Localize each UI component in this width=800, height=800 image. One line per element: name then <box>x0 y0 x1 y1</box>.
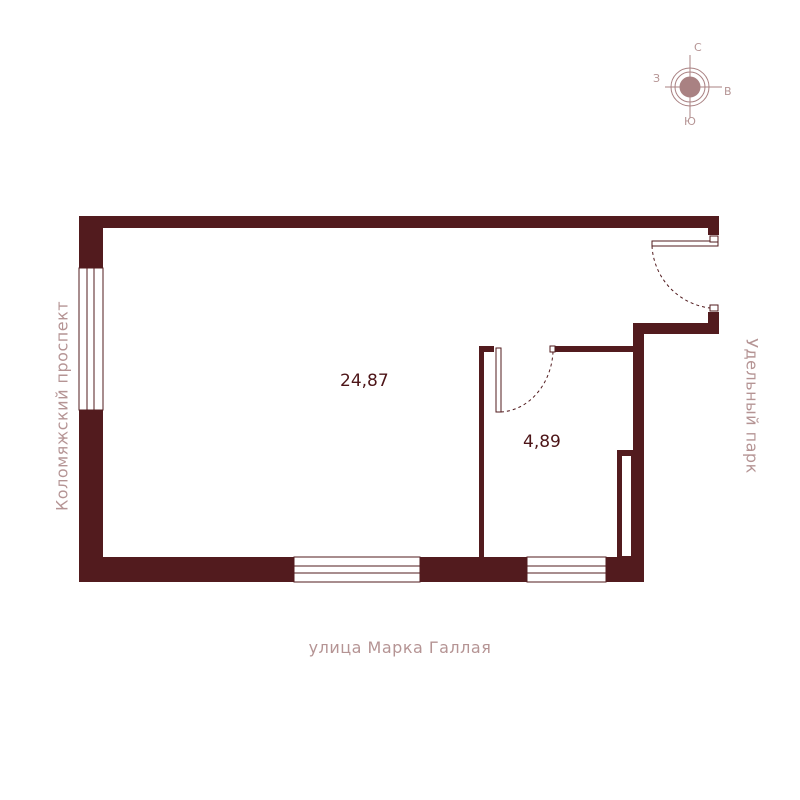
walls <box>79 216 719 582</box>
wall-top <box>79 216 719 228</box>
bathroom-door <box>495 345 556 413</box>
wall-left-top <box>79 216 103 268</box>
wall-entrance-bottom-stub <box>708 312 719 334</box>
compass-north-label: С <box>694 41 702 54</box>
wall-bathroom-top <box>553 346 635 352</box>
window-left <box>78 267 104 411</box>
wall-bottom-left <box>79 557 294 582</box>
window-bottom-right <box>526 556 607 583</box>
wall-entrance-top-stub <box>708 216 719 235</box>
bathroom-shaft <box>622 456 631 556</box>
wall-left-bottom <box>79 410 103 582</box>
window-bottom-left <box>293 556 421 583</box>
wall-bathroom-left-cap <box>479 346 494 352</box>
compass-west-label: З <box>653 72 661 85</box>
street-label-left: Коломяжский проспект <box>52 300 72 512</box>
wall-bathroom-left <box>479 346 484 558</box>
wall-right <box>633 323 644 582</box>
compass-east-label: В <box>724 85 732 98</box>
compass-icon <box>665 55 722 118</box>
wall-right-top <box>633 323 719 334</box>
street-label-bottom: улица Марка Галлая <box>308 638 492 657</box>
room-area-bathroom: 4,89 <box>523 432 561 452</box>
room-area-main: 24,87 <box>340 371 389 391</box>
wall-bottom-middle <box>420 557 527 582</box>
compass-south-label: Ю <box>684 115 696 128</box>
street-label-right: Удельный парк <box>742 338 762 474</box>
entrance-door <box>651 235 719 312</box>
